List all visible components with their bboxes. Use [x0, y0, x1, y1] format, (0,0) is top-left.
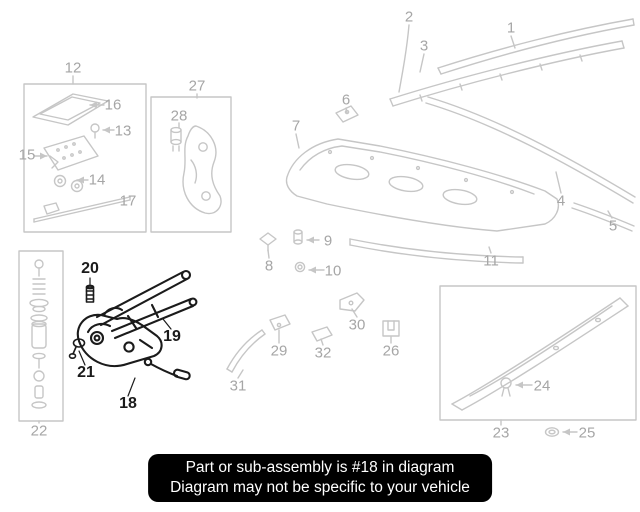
callout-6: 6 — [341, 91, 351, 109]
callout-10: 10 — [324, 262, 342, 280]
callout-32: 32 — [314, 344, 332, 362]
callout-31: 31 — [229, 377, 247, 395]
highlight-leader-lines — [78, 277, 172, 397]
insulator-group-box-drawing — [23, 83, 147, 233]
callout-16: 16 — [104, 96, 122, 114]
callout-24: 24 — [533, 377, 551, 395]
part-20-stud-drawing — [85, 284, 95, 303]
part-21-bolt-drawing — [68, 338, 86, 359]
callout-28: 28 — [170, 107, 188, 125]
callout-1: 1 — [506, 19, 516, 37]
callout-12: 12 — [64, 59, 82, 77]
callout-15: 15 — [18, 146, 36, 164]
banner-line2: Diagram may not be specific to your vehi… — [170, 479, 470, 496]
callout-26: 26 — [382, 342, 400, 360]
cowl-panel-drawing — [285, 138, 560, 264]
callout-30: 30 — [348, 316, 366, 334]
callout-9: 9 — [323, 232, 333, 250]
callout-22: 22 — [30, 422, 48, 440]
hardware-stack-box-drawing — [18, 250, 64, 422]
callout-25: 25 — [578, 424, 596, 442]
callout-11: 11 — [483, 252, 499, 270]
callout-17: 17 — [119, 192, 137, 210]
callout-4: 4 — [556, 192, 566, 210]
callout-3: 3 — [419, 37, 429, 55]
callout-27: 27 — [188, 77, 206, 95]
callout-8: 8 — [264, 257, 274, 275]
callout-2: 2 — [404, 8, 414, 26]
hinge-group-box-drawing — [150, 96, 232, 233]
callout-19: 19 — [163, 328, 181, 345]
callout-23: 23 — [492, 424, 510, 442]
cowl-strip-drawings — [335, 18, 636, 232]
callout-21: 21 — [77, 364, 95, 381]
callout-29: 29 — [270, 342, 288, 360]
part-18-latch-assembly-drawing — [68, 269, 198, 397]
small-fastener-drawings — [226, 229, 560, 437]
callout-5: 5 — [608, 217, 618, 235]
leader-lines — [34, 24, 613, 436]
sill-rail-box-drawing — [439, 285, 637, 421]
callout-18: 18 — [119, 395, 137, 412]
callout-20: 20 — [81, 260, 99, 277]
callout-7: 7 — [291, 117, 301, 135]
callout-14: 14 — [88, 171, 106, 189]
banner-line1: Part or sub-assembly is #18 in diagram — [185, 459, 455, 476]
callout-13: 13 — [114, 122, 132, 140]
info-banner: Part or sub-assembly is #18 in diagram D… — [148, 454, 492, 502]
